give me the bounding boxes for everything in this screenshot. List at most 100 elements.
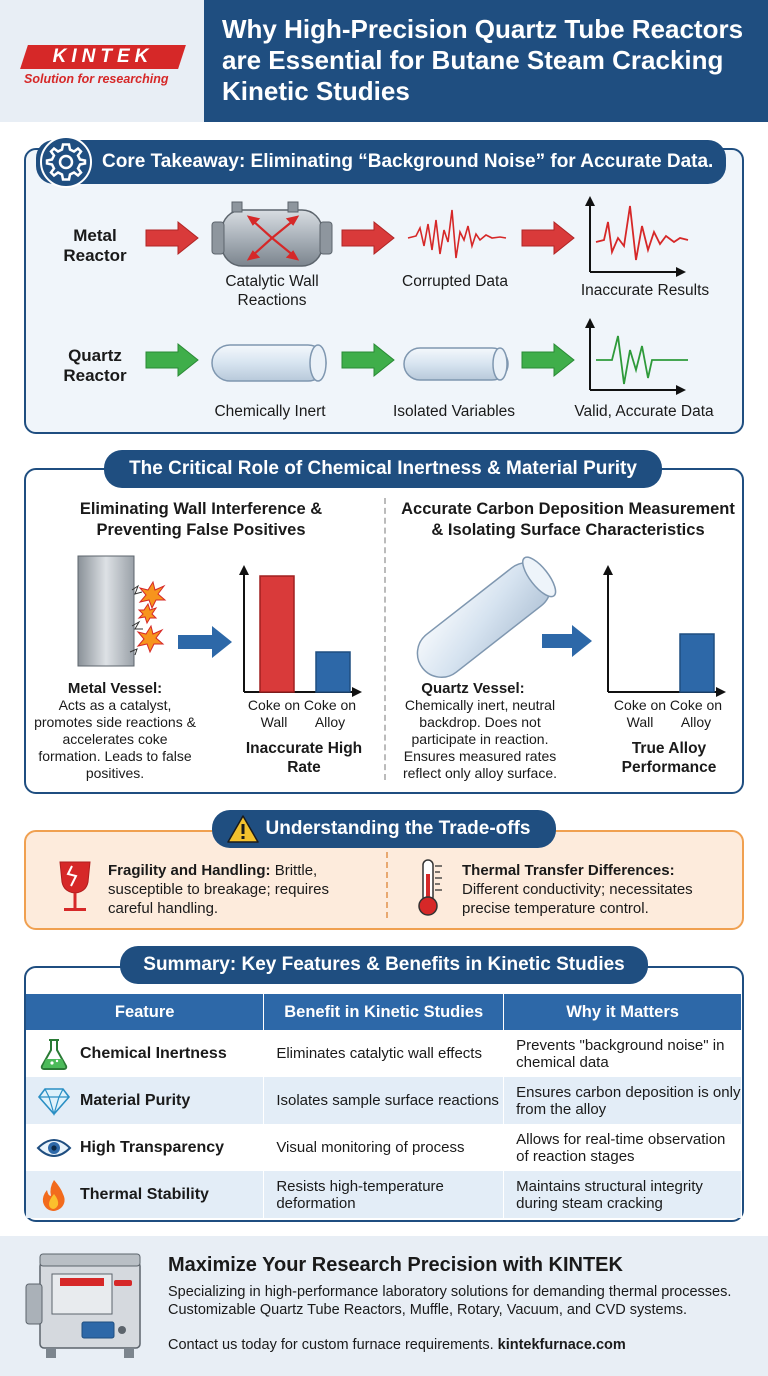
explosion-icon-2 [137,602,158,625]
tradeoff-fragility: Fragility and Handling: Brittle, suscept… [108,861,378,918]
feature-cell: Chemical Inertness [26,1030,265,1077]
right-y-arrow [603,565,613,575]
isolated-tube-icon [403,347,509,381]
flask-icon [40,1038,68,1070]
benefit-cell: Resists high-temperature deformation [263,1171,505,1218]
left-result: Inaccurate High Rate [245,740,363,776]
table-row: Chemical Inertness Eliminates catalytic … [26,1030,742,1077]
metal-arrow-1 [145,220,199,256]
corrupted-data-caption: Corrupted Data [402,273,508,290]
eye-icon [36,1138,72,1157]
feature-cell: Material Purity [26,1077,265,1124]
feature-cell: Thermal Stability [26,1171,265,1218]
furnace-icon [25,1253,141,1358]
role-diagram [77,555,592,678]
why-cell: Prevents "background noise" in chemical … [503,1030,742,1077]
core-takeaway-title: Core Takeaway: Eliminating “Background N… [36,140,726,184]
thermal-text: Different conductivity; necessitates pre… [462,881,693,917]
coke-on-alloy-bar [315,651,351,693]
quartz-arrow-3 [521,342,575,378]
quartz-vessel-text: Chemically inert, neutral backdrop. Does… [402,697,558,781]
metal-wall-icon [77,555,167,667]
right-x-arrow [716,687,726,697]
inaccurate-results-chart [585,196,689,277]
page-title: Why High-Precision Quartz Tube Reactors … [222,14,744,106]
quartz-arrow-2 [341,342,395,378]
tradeoff-divider [386,852,388,918]
feature-name: High Transparency [80,1138,225,1156]
chemically-inert-caption: Chemically Inert [214,403,326,420]
explosion-icon-3 [136,624,165,654]
right-heading: Accurate Carbon Deposition Measurement &… [401,500,735,539]
quartz-tube-icon [211,344,327,382]
benefit-cell: Eliminates catalytic wall effects [263,1030,505,1077]
col-header-benefit: Benefit in Kinetic Studies [263,994,505,1030]
benefit-cell: Visual monitoring of process [263,1124,505,1171]
table-row: High Transparency Visual monitoring of p… [26,1124,742,1171]
right-result: True Alloy Performance [621,740,717,776]
valid-data-chart [585,318,688,395]
quartz-vessel-icon [416,556,557,678]
isolated-variables-caption: Isolated Variables [392,403,516,420]
right-bar2-label: Coke on Alloy [669,697,723,730]
benefit-cell: Isolates sample surface reactions [263,1077,505,1124]
why-cell: Maintains structural integrity during st… [503,1171,742,1218]
feature-name: Material Purity [80,1091,191,1109]
table-row: Thermal Stability Resists high-temperatu… [26,1171,742,1218]
core-takeaway-panel [24,148,744,434]
catalytic-wall-caption: Catalytic Wall Reactions [225,273,319,309]
fragile-glass-icon [59,861,91,911]
diamond-icon [37,1087,71,1116]
flame-icon [42,1179,65,1211]
footer-description-2: Customizable Quartz Tube Reactors, Muffl… [168,1302,687,1318]
footer-contact: Contact us today for custom furnace requ… [168,1337,626,1353]
table-row: Material Purity Isolates sample surface … [26,1077,742,1124]
quartz-reactor-label: Quartz Reactor [63,346,127,385]
warning-icon [227,815,259,843]
col-header-feature: Feature [26,994,265,1030]
table-header-row: Feature Benefit in Kinetic Studies Why i… [26,994,742,1030]
why-cell: Ensures carbon deposition is only from t… [503,1077,742,1124]
why-cell: Allows for real-time observation of reac… [503,1124,742,1171]
metal-arrow-2 [341,220,395,256]
coke-on-wall-bar [259,575,295,693]
left-x-arrow [352,687,362,697]
metal-arrow-3 [521,220,575,256]
tradeoffs-title: Understanding the Trade-offs [212,810,556,848]
right-bar1-label: Coke on Wall [613,697,667,730]
summary-title: Summary: Key Features & Benefits in Kine… [120,946,648,984]
thermal-title: Thermal Transfer Differences: [462,862,675,879]
fragility-title: Fragility and Handling: [108,862,271,879]
feature-name: Chemical Inertness [80,1044,227,1062]
summary-table: Feature Benefit in Kinetic Studies Why i… [26,994,742,1218]
valid-data-caption: Valid, Accurate Data [574,403,714,420]
corrupted-signal-line [407,209,507,259]
core-flow-diagram [145,196,689,395]
feature-cell: High Transparency [26,1124,265,1171]
left-bar2-label: Coke on Alloy [303,697,357,730]
metal-vessel-text: Acts as a catalyst, promotes side reacti… [34,697,196,781]
col-header-why: Why it Matters [503,994,742,1030]
metal-vessel-title: Metal Vessel: [67,680,163,697]
quartz-arrow-1 [145,342,199,378]
right-bar-chart [603,565,726,697]
coke-on-alloy-bar [679,633,715,693]
section-divider [384,498,386,780]
fragility-text: Brittle, susceptible to breakage; requir… [108,862,329,917]
title-banner [204,0,768,122]
left-bar1-label: Coke on Wall [247,697,301,730]
left-bar-chart [239,565,362,697]
thermometer-icon [418,859,442,916]
inaccurate-results-caption: Inaccurate Results [580,282,710,299]
left-y-arrow [239,565,249,575]
logo-tagline: Solution for researching [24,72,169,86]
footer-description-1: Specializing in high-performance laborat… [168,1284,732,1300]
footer-title: Maximize Your Research Precision with KI… [168,1254,623,1276]
explosion-icon-1 [138,580,167,610]
feature-name: Thermal Stability [80,1185,209,1203]
website-link[interactable]: kintekfurnace.com [497,1337,626,1353]
left-blue-arrow [178,626,232,658]
left-heading: Eliminating Wall Interference & Preventi… [79,500,323,539]
critical-role-title: The Critical Role of Chemical Inertness … [104,450,662,488]
contact-text: Contact us today for custom furnace requ… [168,1337,494,1353]
